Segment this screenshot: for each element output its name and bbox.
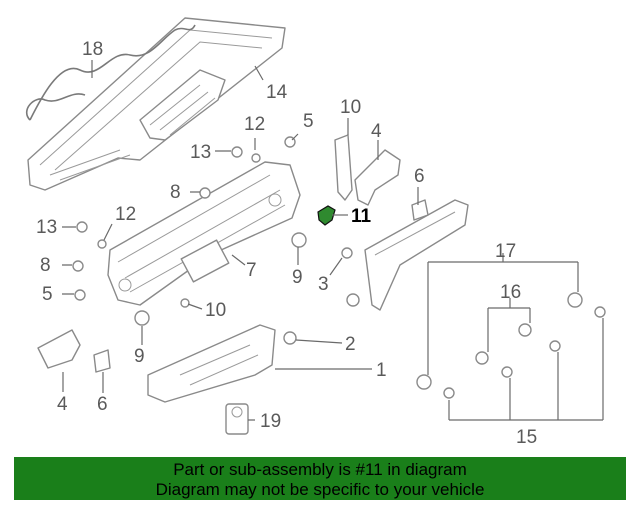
callout-10-center[interactable]: 10 — [205, 300, 226, 321]
part-6-upper-clip — [411, 199, 429, 221]
callout-12-top[interactable]: 12 — [244, 114, 265, 135]
callout-9-left[interactable]: 9 — [134, 346, 145, 367]
callout-16[interactable]: 16 — [500, 282, 521, 303]
part-side-bracket — [364, 199, 469, 311]
callout-19[interactable]: 19 — [260, 411, 281, 432]
fasteners — [72, 136, 606, 399]
part-10-bracket — [334, 134, 353, 201]
callout-4-bottom[interactable]: 4 — [57, 394, 68, 415]
part-18-wiring-harness — [25, 24, 196, 121]
info-banner: Part or sub-assembly is #11 in diagram D… — [14, 457, 626, 500]
callout-10-top[interactable]: 10 — [340, 97, 361, 118]
callout-17[interactable]: 17 — [495, 241, 516, 262]
callout-6-bottom[interactable]: 6 — [97, 394, 108, 415]
callout-1[interactable]: 1 — [376, 360, 387, 381]
callout-6-top[interactable]: 6 — [414, 166, 425, 187]
part-19-sensor — [225, 403, 249, 435]
banner-line-1: Part or sub-assembly is #11 in diagram — [173, 460, 467, 479]
callout-2[interactable]: 2 — [345, 334, 356, 355]
callout-9-center[interactable]: 9 — [292, 267, 303, 288]
leader-lines — [62, 60, 604, 421]
part-11-highlighted[interactable] — [317, 205, 348, 226]
callout-18[interactable]: 18 — [82, 39, 103, 60]
part-6-lower-clip — [93, 349, 111, 373]
callout-5-top[interactable]: 5 — [303, 111, 314, 132]
part-4-bracket — [354, 149, 401, 206]
callout-7[interactable]: 7 — [246, 260, 257, 281]
callout-3[interactable]: 3 — [318, 274, 329, 295]
part-4-lower-bracket — [37, 329, 81, 369]
banner-line-2: Diagram may not be specific to your vehi… — [155, 480, 485, 499]
callout-13-left[interactable]: 13 — [36, 217, 57, 238]
callout-14[interactable]: 14 — [266, 82, 288, 103]
callout-4-top[interactable]: 4 — [371, 121, 382, 142]
callout-13-top[interactable]: 13 — [190, 142, 211, 163]
parts-diagram: 18 14 12 5 13 10 4 8 6 11 13 12 8 7 9 3 … — [25, 17, 606, 448]
part-14-rear-step — [27, 17, 286, 191]
callout-11[interactable]: 11 — [351, 206, 372, 227]
callout-8-top[interactable]: 8 — [170, 182, 181, 203]
callout-15[interactable]: 15 — [516, 427, 537, 448]
part-1-running-board — [147, 324, 276, 403]
callout-5-left[interactable]: 5 — [42, 284, 53, 305]
callout-12-left[interactable]: 12 — [115, 204, 136, 225]
part-7-frame — [107, 161, 301, 306]
callout-8-left[interactable]: 8 — [40, 255, 51, 276]
